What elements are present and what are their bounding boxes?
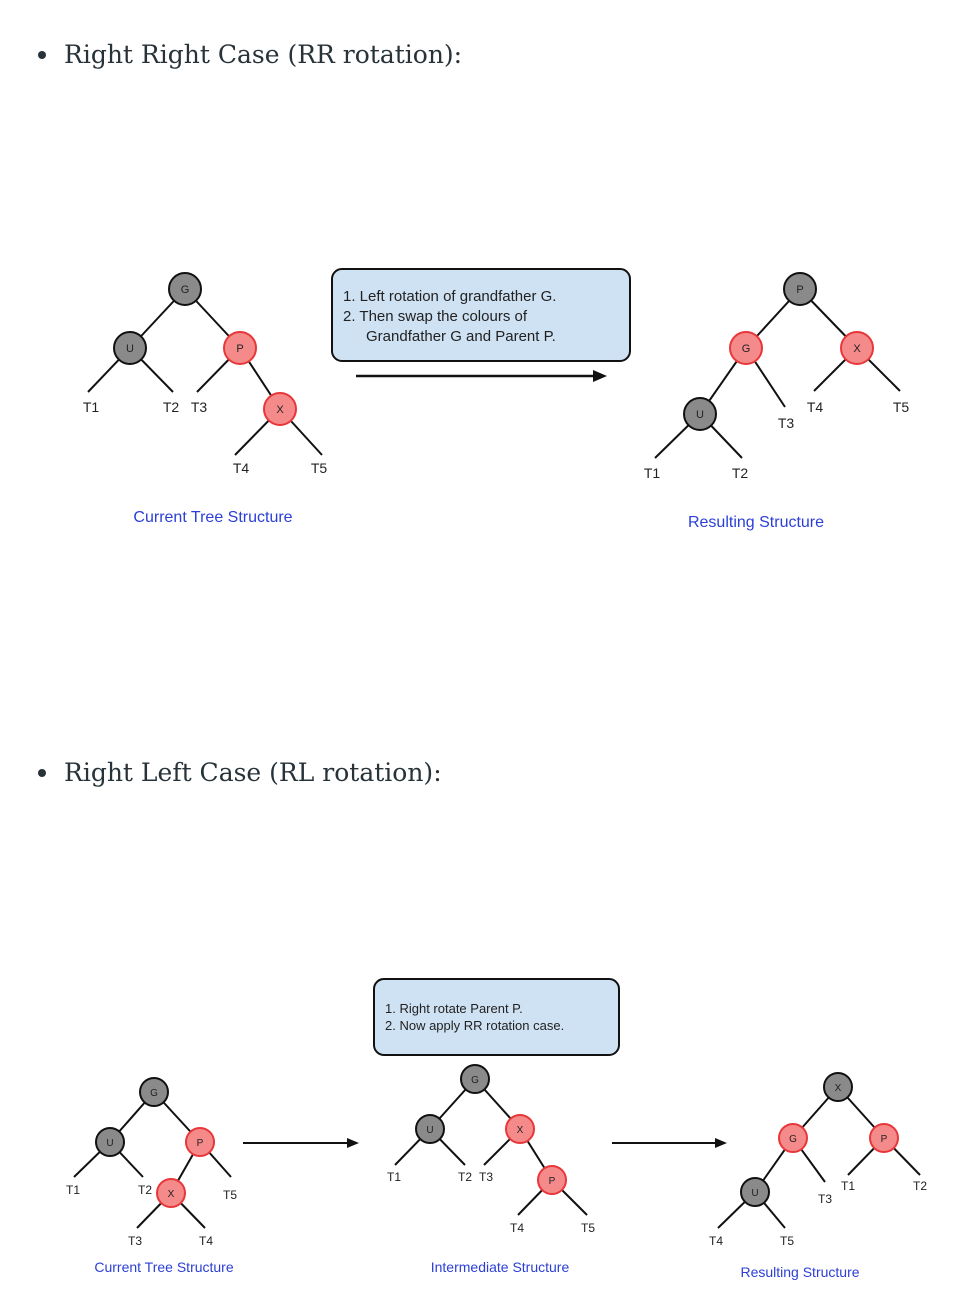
svg-text:X: X [853,343,861,355]
rr-note-line-3: Grandfather G and Parent P. [366,328,556,345]
rl-current-node-u: U [95,1127,125,1157]
rl-intermediate-node-g: G [460,1064,490,1094]
rr-current-caption: Current Tree Structure [133,509,292,526]
rr-current-t1: T1 [83,399,100,415]
rl-note-line-1: 1. Right rotate Parent P. [385,1001,523,1016]
rl-intermediate-t4: T4 [510,1221,524,1235]
rl-intermediate-t5: T5 [581,1221,595,1235]
svg-text:P: P [236,343,243,355]
rr-current-t5: T5 [311,460,328,476]
rl-current-t2: T2 [138,1183,152,1197]
rl-result-t4: T4 [709,1234,723,1248]
rr-result-t5: T5 [893,399,910,415]
rl-intermediate-caption: Intermediate Structure [431,1259,570,1275]
rr-note-line-1: 1. Left rotation of grandfather G. [343,288,556,305]
rl-rotation-diagram: G U P X T1 T2 T3 T4 T5 Current Tree Stru… [66,978,927,1280]
rl-current-caption: Current Tree Structure [94,1259,233,1275]
rl-result-t3: T3 [818,1192,832,1206]
svg-text:U: U [106,1138,113,1149]
svg-text:G: G [789,1134,797,1145]
svg-text:P: P [881,1134,888,1145]
rl-current-node-x: X [156,1178,186,1208]
rr-current-t3: T3 [191,399,208,415]
rl-note-box [373,978,620,1056]
rl-current-t3: T3 [128,1234,142,1248]
rl-result-node-p: P [869,1123,899,1153]
rl-intermediate-node-u: U [415,1114,445,1144]
rr-rotation-diagram: G U P X T1 T2 T3 T4 T5 Current Tree Stru… [83,268,910,531]
rr-result-node-x: X [840,331,874,365]
rr-result-node-g: G [729,331,763,365]
rr-note-line-2: 2. Then swap the colours of [343,308,528,325]
rl-current-t1: T1 [66,1183,80,1197]
svg-text:G: G [471,1075,479,1086]
rr-current-node-g: G [168,272,202,306]
bullet-rr-case: Right Right Case (RR rotation): [38,40,462,69]
rl-result-node-u: U [740,1177,770,1207]
rl-intermediate-t3: T3 [479,1170,493,1184]
rr-result-node-p: P [783,272,817,306]
rr-result-t4: T4 [807,399,824,415]
rr-current-t2: T2 [163,399,180,415]
rl-result-t5: T5 [780,1234,794,1248]
rl-intermediate-node-x: X [505,1114,535,1144]
svg-text:U: U [696,409,704,421]
svg-text:X: X [835,1083,842,1094]
rl-result-node-g: G [778,1123,808,1153]
rr-result-t2: T2 [732,465,749,481]
svg-text:G: G [150,1088,158,1099]
rl-result-t2: T2 [913,1179,927,1193]
bullet-rl-case: Right Left Case (RL rotation): [38,758,442,787]
svg-text:U: U [751,1188,758,1199]
rl-result-t1: T1 [841,1179,855,1193]
svg-text:P: P [549,1176,556,1187]
svg-text:G: G [181,284,190,296]
rl-result-node-x: X [823,1072,853,1102]
rr-note-box [331,268,631,362]
rl-intermediate-t2: T2 [458,1170,472,1184]
rl-current-node-p: P [185,1127,215,1157]
bullet-dot [38,768,46,777]
rl-current-t5: T5 [223,1188,237,1202]
rr-heading: Right Right Case (RR rotation): [64,40,463,69]
rl-arrow-1 [243,1138,359,1148]
rl-intermediate-t1: T1 [387,1170,401,1184]
svg-text:X: X [276,404,284,416]
rl-note-line-2: 2. Now apply RR rotation case. [385,1018,564,1033]
rl-heading: Right Left Case (RL rotation): [64,758,442,787]
rl-arrow-2 [612,1138,727,1148]
svg-text:U: U [126,343,134,355]
rl-result-caption: Resulting Structure [740,1264,859,1280]
rr-result-t3: T3 [778,415,795,431]
svg-text:X: X [168,1189,175,1200]
rr-result-caption: Resulting Structure [688,514,824,531]
rr-arrow [356,370,607,382]
svg-text:X: X [517,1125,524,1136]
rl-current-t4: T4 [199,1234,213,1248]
svg-text:P: P [197,1138,204,1149]
rr-current-node-x: X [263,392,297,426]
rr-current-node-p: P [223,331,257,365]
svg-text:U: U [426,1125,433,1136]
rl-intermediate-node-p: P [537,1165,567,1195]
svg-text:G: G [742,343,751,355]
svg-text:P: P [796,284,803,296]
rr-current-t4: T4 [233,460,250,476]
rr-result-t1: T1 [644,465,661,481]
rl-current-node-g: G [139,1077,169,1107]
rr-current-node-u: U [113,331,147,365]
bullet-dot [38,50,46,59]
rr-result-node-u: U [683,397,717,431]
